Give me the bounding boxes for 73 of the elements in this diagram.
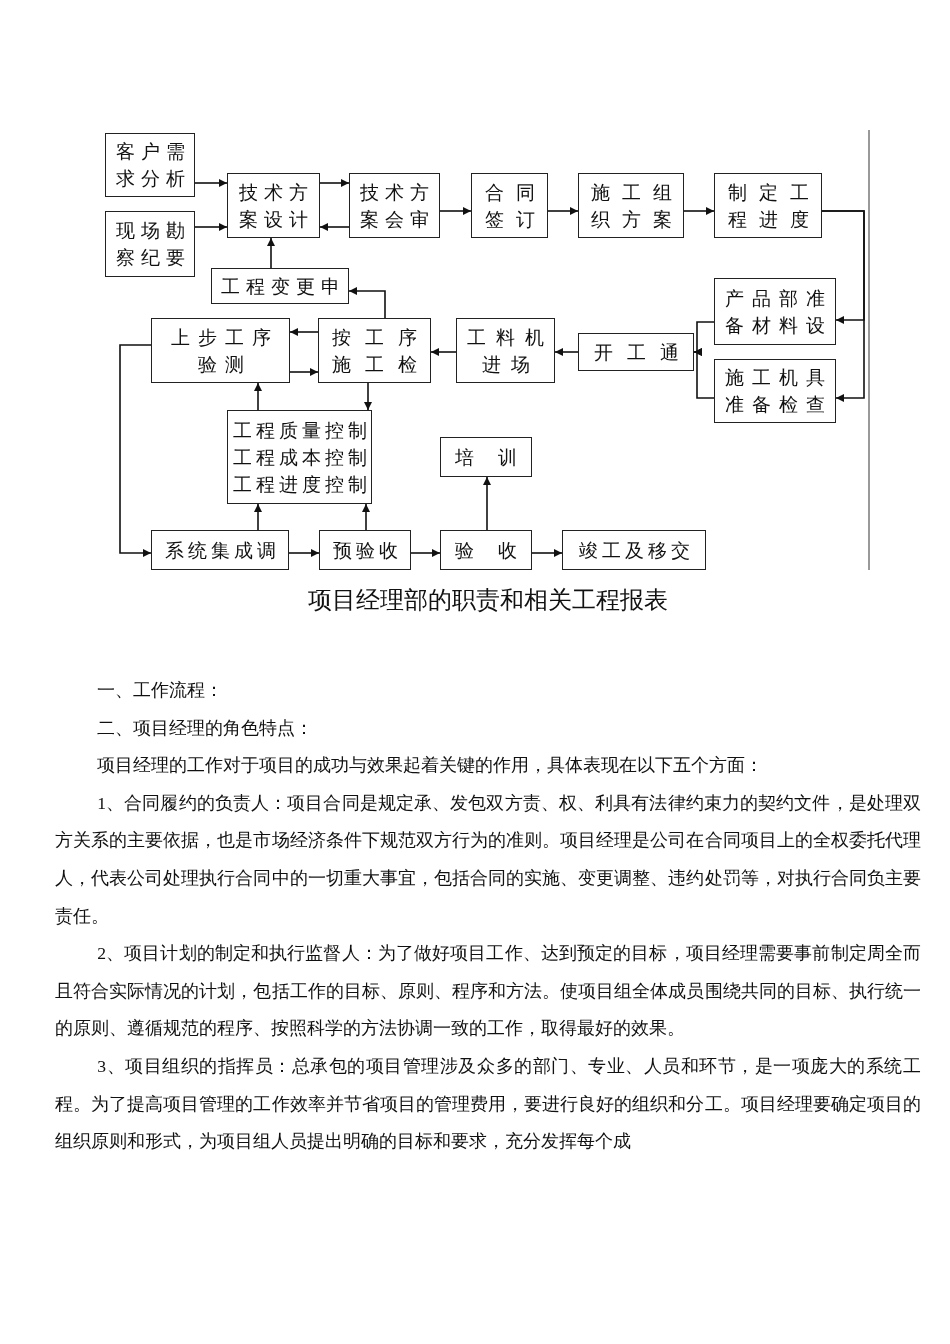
box-text: 技术方案设计 (238, 180, 315, 232)
box-text: 上步工序验测 (170, 325, 279, 377)
process-box (105, 133, 195, 197)
arrow (254, 382, 262, 411)
process-box (578, 173, 684, 238)
paragraph: 3、项目组织的指挥员：总承包的项目管理涉及众多的部门、专业、人员和环节，是一项庞大的系统工程。为了提高项目管理的工作效率并节省项目的管理费用，要进行良好的组织和分工。项目经理要确定项目的组织原则和形式，为项目组人员提出明确的目标和要求，充分发挥每个成 (55, 1054, 921, 1154)
paragraph: 二、项目经理的角色特点： (96, 716, 315, 740)
arrow (483, 476, 491, 531)
box-text: 培训 (454, 445, 542, 470)
paragraph: 项目经理的工作对于项目的成功与效果起着关键的作用，具体表现在以下五个方面： (96, 754, 765, 778)
process-box (318, 318, 431, 383)
process-box (714, 173, 822, 238)
arrow (319, 223, 350, 231)
box-text: 工程变更申 (220, 274, 346, 299)
box-text: 产品部准备材料设 (724, 286, 834, 338)
arrow (362, 503, 370, 531)
box-text: 工程质量控制 (232, 418, 371, 443)
arrow (119, 344, 152, 557)
arrow (194, 179, 228, 187)
arrow (531, 549, 563, 557)
process-box (227, 410, 372, 504)
box-text: 验收 (454, 538, 542, 563)
process-box (562, 530, 706, 570)
process-box (471, 173, 548, 238)
process-box (151, 318, 290, 383)
arrow (410, 549, 441, 557)
arrow (254, 503, 262, 531)
paragraph: 1、合同履约的负责人：项目合同是规定承、发包双方责、权、利具有法律约束力的契约文件，是处理双方关系的主要依据，也是市场经济条件下规范双方行为的准则。项目经理是公司在合同项目上的全权委托代理人，代表公司处理执行合同中的一切重大事宜，包括合同的实施、变更调整、违约处罚等，对执行合同负主要责任。 (55, 791, 921, 928)
box-text: 现场勘察纪要 (115, 219, 191, 270)
caption: 项目经理部的职责和相关工程报表 (306, 586, 669, 615)
arrow (554, 348, 579, 356)
arrow (289, 328, 319, 336)
box-text: 预验收 (332, 538, 402, 563)
arrow (683, 207, 715, 215)
process-box (578, 333, 694, 371)
process-box (440, 437, 532, 477)
box-text: 技术方案会审 (359, 180, 436, 232)
process-box (440, 530, 532, 570)
paragraph: 一、工作流程： (96, 679, 225, 702)
process-box (211, 268, 349, 304)
process-box (714, 278, 836, 345)
process-box (714, 359, 836, 423)
box-text: 合同签订 (484, 180, 547, 232)
box-text: 开工通 (593, 340, 693, 365)
arrow (547, 207, 579, 215)
paragraph: 2、项目计划的制定和执行监督人：为了做好项目工作、达到预定的目标，项目经理需要事前制定周全而且符合实际情况的计划，包括工作的目标、原则、程序和方法。使项目组全体成员围绕共同的目标、执行统一的原则、遵循规范的程序、按照科学的方法协调一致的工作，取得最好的效果。 (55, 942, 921, 1041)
process-box (227, 173, 320, 238)
process-box (456, 318, 555, 383)
box-text: 工程进度控制 (232, 472, 371, 497)
box-text: 制定工程进度 (727, 180, 821, 232)
box-text: 工料机进场 (466, 325, 555, 377)
box-text: 竣工及移交 (578, 538, 694, 563)
arrow (430, 348, 457, 356)
arrow (364, 382, 372, 411)
arrow (319, 179, 350, 187)
process-box (151, 530, 289, 570)
process-box (349, 173, 440, 238)
arrow (693, 348, 715, 399)
box-text: 按工序施工检 (331, 325, 432, 377)
box-text: 工程成本控制 (232, 445, 371, 470)
arrow (821, 210, 865, 402)
arrow (289, 368, 319, 376)
arrow (288, 549, 320, 557)
box-text: 系统集成调 (164, 538, 280, 563)
arrow (267, 237, 275, 269)
arrow (348, 287, 386, 319)
process-box (319, 530, 411, 570)
box-text: 客户需求分析 (115, 140, 191, 191)
box-text: 施工机具准备检查 (724, 366, 834, 417)
arrow (439, 207, 472, 215)
process-box (105, 211, 195, 277)
arrow (194, 223, 228, 231)
box-text: 施工组织方案 (590, 180, 684, 232)
